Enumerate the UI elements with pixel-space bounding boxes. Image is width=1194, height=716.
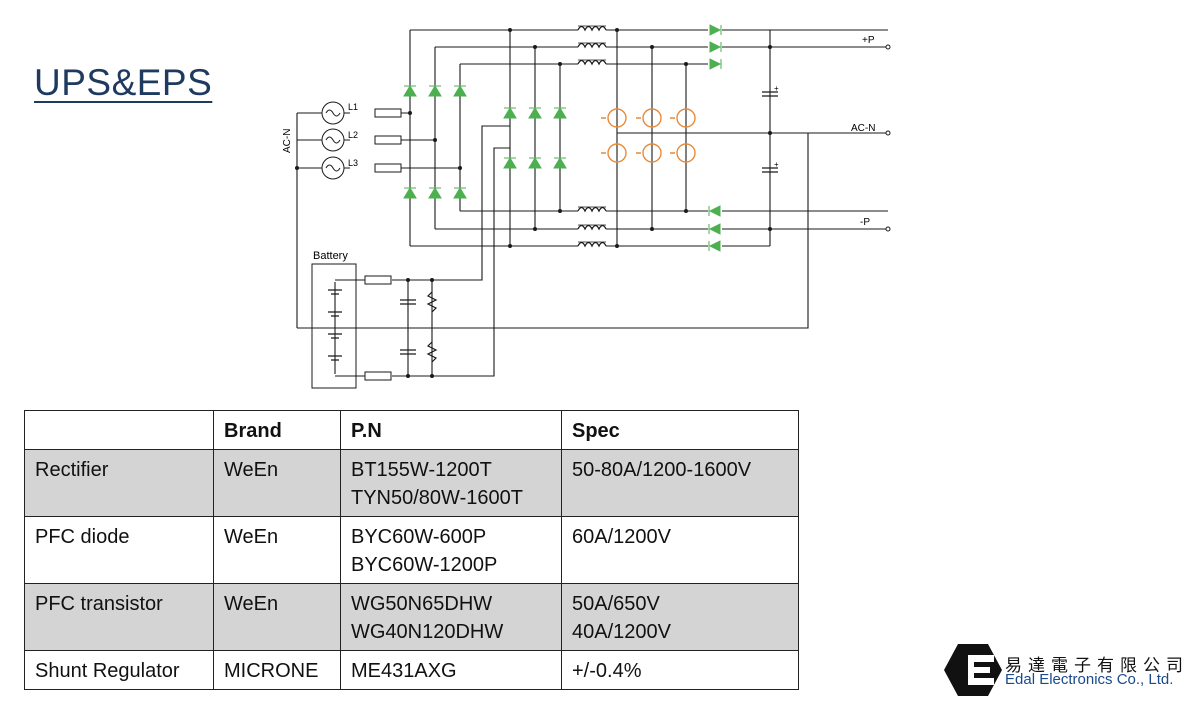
row-brand: WeEn <box>213 583 341 651</box>
row-name: Rectifier <box>24 449 214 517</box>
label-minus-p: -P <box>860 217 870 228</box>
table-row: PFC transistor WeEn WG50N65DHW WG40N120D… <box>24 583 799 651</box>
row-pn: WG50N65DHW WG40N120DHW <box>340 583 562 651</box>
inductor-group <box>577 25 607 248</box>
table-header-row: Brand P.N Spec <box>24 410 799 450</box>
row-brand: MICRONE <box>213 650 341 690</box>
fuse-group <box>364 108 402 381</box>
battery-cells <box>328 289 342 361</box>
row-name: Shunt Regulator <box>24 650 214 690</box>
pn-line: BT155W-1200T <box>351 459 492 481</box>
capacitor-group <box>400 91 778 363</box>
row-spec: 50-80A/1200-1600V <box>561 449 799 517</box>
ac-source-group <box>321 101 345 180</box>
header-cell-pn: P.N <box>340 410 562 450</box>
circuit-wires <box>296 29 888 377</box>
spec-line: 50A/650V <box>572 593 660 615</box>
label-battery: Battery <box>313 250 348 262</box>
logo-chinese-name: 易達電子有限公司 <box>1005 656 1189 675</box>
header-cell-spec: Spec <box>561 410 799 450</box>
ups-eps-circuit-diagram: +P AC-N -P AC-N L1 L2 L3 Battery + + <box>282 24 891 389</box>
table-row: PFC diode WeEn BYC60W-600P BYC60W-1200P … <box>24 516 799 584</box>
label-cap-plus-bottom: + <box>774 160 779 169</box>
row-pn: ME431AXG <box>340 650 562 690</box>
row-brand: WeEn <box>213 449 341 517</box>
header-cell-brand: Brand <box>213 410 341 450</box>
spec-line: 40A/1200V <box>572 621 671 643</box>
label-cap-plus-top: + <box>774 84 779 93</box>
row-spec: 60A/1200V <box>561 516 799 584</box>
edal-logo <box>944 644 1002 696</box>
battery-box <box>311 263 357 389</box>
pn-line: BYC60W-600P <box>351 526 487 548</box>
row-spec: 50A/650V 40A/1200V <box>561 583 799 651</box>
logo-english-name: Edal Electronics Co., Ltd. <box>1005 671 1174 688</box>
logo-e-mark-icon <box>968 655 994 685</box>
label-l3: L3 <box>348 158 358 168</box>
spec-line: 50-80A/1200-1600V <box>572 459 752 481</box>
igbt-group <box>601 108 696 163</box>
row-name: PFC transistor <box>24 583 214 651</box>
component-spec-table: Brand P.N Spec Rectifier WeEn BT155W-120… <box>24 410 799 690</box>
pn-line: ME431AXG <box>351 660 457 682</box>
row-pn: BT155W-1200T TYN50/80W-1600T <box>340 449 562 517</box>
row-spec: +/-0.4% <box>561 650 799 690</box>
label-l2: L2 <box>348 130 358 140</box>
pn-line: WG50N65DHW <box>351 593 493 615</box>
label-ac-n-in: AC-N <box>282 129 293 153</box>
pn-line: TYN50/80W-1600T <box>351 487 523 509</box>
pn-line: WG40N120DHW <box>351 621 504 643</box>
label-ac-n-out: AC-N <box>851 123 875 134</box>
row-pn: BYC60W-600P BYC60W-1200P <box>340 516 562 584</box>
pn-line: BYC60W-1200P <box>351 554 498 576</box>
label-l1: L1 <box>348 102 358 112</box>
label-plus-p: +P <box>862 35 875 46</box>
table-row: Rectifier WeEn BT155W-1200T TYN50/80W-16… <box>24 449 799 517</box>
row-name: PFC diode <box>24 516 214 584</box>
table-row: Shunt Regulator MICRONE ME431AXG +/-0.4% <box>24 650 799 690</box>
junction-dots <box>295 28 772 378</box>
header-cell-blank <box>24 410 214 450</box>
rectifier-diode-group <box>403 24 722 252</box>
spec-line: +/-0.4% <box>572 660 642 682</box>
page-title: UPS&EPS <box>34 62 213 103</box>
row-brand: WeEn <box>213 516 341 584</box>
terminal-group <box>885 44 891 232</box>
spec-line: 60A/1200V <box>572 526 671 548</box>
